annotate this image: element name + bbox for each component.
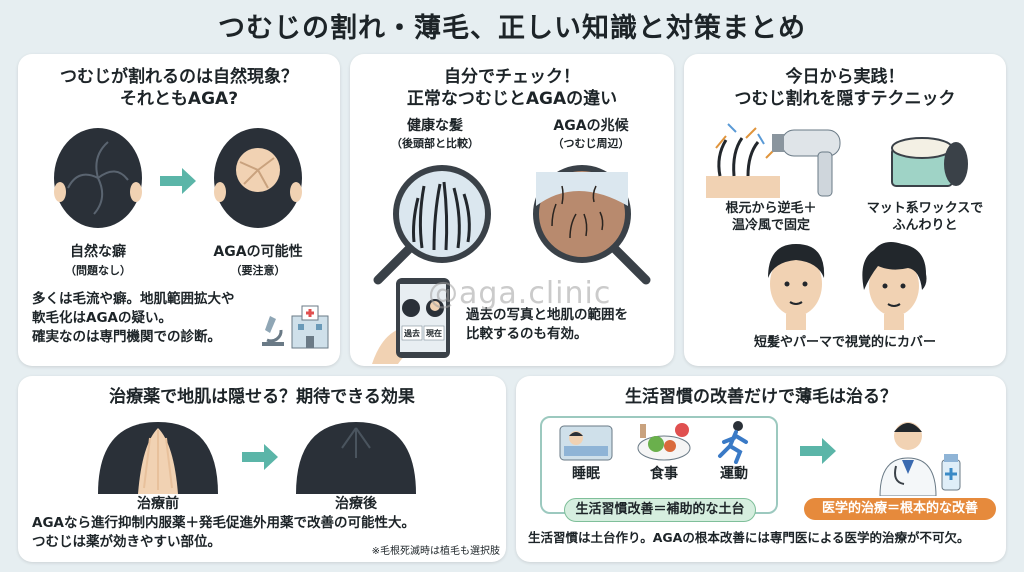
card-hiding-techniques: 今日から実践！ つむじ割れを隠すテクニック 根元から逆毛＋ 温冷風で固定 マット… — [684, 54, 1006, 366]
tip1-text: 根元から逆毛＋ 温冷風で固定 — [696, 200, 846, 234]
card4-body-line: AGAなら進行抑制内服薬＋発毛促進外用薬で改善の可能性大。 — [32, 515, 415, 531]
lifestyle-pill: 生活習慣改善＝補助的な土台 — [564, 498, 756, 522]
card2-body: 過去の写真と地肌の範囲を 比較するのも有効。 — [466, 306, 666, 344]
tip3-text: 短髪やパーマで視覚的にカバー — [753, 335, 936, 350]
aga-sign-sub: （つむじ周辺） — [552, 137, 630, 150]
before-label: 治療前 — [137, 496, 179, 512]
card1-body-line: 軟毛化はAGAの疑い。 — [32, 310, 172, 326]
exercise-label: 運動 — [720, 466, 748, 482]
magnifier-healthy-illustration — [373, 165, 491, 285]
card2-body-line: 過去の写真と地肌の範囲を — [466, 307, 628, 323]
meal-label: 食事 — [650, 466, 678, 482]
microscope-icon — [262, 316, 284, 346]
aga-sign-label: AGAの兆候 — [553, 118, 629, 134]
aga-label: AGAの可能性 — [213, 244, 303, 260]
card2-body-line: 比較するのも有効。 — [466, 326, 588, 342]
permed-hair-man-illustration — [862, 242, 927, 330]
short-hair-man-illustration — [768, 244, 825, 330]
meal-icon — [637, 423, 691, 461]
card4-body: AGAなら進行抑制内服薬＋発毛促進外用薬で改善の可能性大。 つむじは薬が効きやす… — [32, 514, 502, 552]
medical-pill: 医学的治療＝根本的な改善 — [804, 498, 996, 520]
card-natural-vs-aga: つむじが割れるのは自然現象？ それともAGA? 自然な癖 （問題なし） AGAの… — [18, 54, 340, 366]
tip2-line: マット系ワックスで — [866, 201, 984, 216]
doctor-illustration — [879, 422, 961, 496]
arrow-right-icon — [160, 168, 196, 194]
tip1-line: 温冷風で固定 — [731, 218, 810, 233]
after-label: 治療後 — [335, 496, 377, 512]
card1-title-line2: それともAGA? — [119, 89, 239, 109]
natural-label: 自然な癖 — [70, 244, 126, 260]
tip1-line: 根元から逆毛＋ — [725, 201, 817, 216]
card1-title-line1: つむじが割れるのは自然現象？ — [60, 67, 298, 87]
arrow-right-icon — [242, 444, 278, 470]
phone-past-label: 過去 — [404, 329, 420, 338]
hair-dryer-illustration — [706, 123, 841, 198]
arrow-right-icon — [800, 438, 836, 464]
exercise-icon — [718, 421, 748, 464]
magnifier-aga-illustration — [533, 165, 651, 285]
card4-title: 治療薬で地肌は隠せる？期待できる効果 — [109, 387, 415, 407]
card3-title-line1: 今日から実践！ — [785, 67, 905, 87]
card5-body: 生活習慣は土台作り。AGAの根本改善には専門医による医学的治療が不可欠。 — [528, 530, 970, 545]
aga-sub: （要注意） — [230, 264, 286, 277]
before-treatment-head-illustration — [98, 422, 218, 494]
tip2-text: マット系ワックスで ふんわりと — [850, 200, 1000, 234]
card1-body: 多くは毛流や癖。地肌範囲拡大や 軟毛化はAGAの疑い。 確実なのは専門機関での診… — [32, 290, 268, 347]
after-treatment-head-illustration — [296, 422, 416, 494]
wax-jar-icon — [891, 137, 968, 187]
card-treatment-effect: 治療薬で地肌は隠せる？期待できる効果 治療前 治療後 AGAなら進行抑制内服薬＋… — [18, 376, 506, 562]
page-title: つむじの割れ・薄毛、正しい知識と対策まとめ — [218, 13, 806, 44]
sleep-icon — [559, 425, 613, 461]
card2-title-line1: 自分でチェック！ — [444, 67, 580, 87]
card4-body-line: つむじは薬が効きやすい部位。 — [32, 534, 221, 550]
card4-note: ※毛根死滅時は植毛も選択肢 — [371, 546, 500, 557]
card-self-check: 自分でチェック！ 正常なつむじとAGAの違い 健康な髪 （後頭部と比較） AGA… — [350, 54, 674, 366]
natural-sub: （問題なし） — [65, 264, 131, 277]
hospital-icon — [291, 305, 329, 349]
tip2-line: ふんわりと — [892, 218, 958, 233]
sleep-label: 睡眠 — [572, 466, 600, 482]
phone-now-label: 現在 — [426, 329, 442, 338]
natural-swirl-head-illustration — [54, 128, 142, 228]
card-lifestyle: 生活習慣の改善だけで薄毛は治る？ 睡眠 食事 運動 生活習慣改善＝補助的な土台 … — [516, 376, 1006, 562]
card1-body-line: 確実なのは専門機関での診断。 — [32, 329, 221, 345]
watermark: @aga.clinic — [428, 276, 612, 311]
card5-title: 生活習慣の改善だけで薄毛は治る？ — [625, 387, 897, 407]
card1-body-line: 多くは毛流や癖。地肌範囲拡大や — [32, 291, 235, 307]
card2-title-line2: 正常なつむじとAGAの違い — [406, 89, 618, 109]
phone-comparison-illustration — [372, 278, 450, 364]
aga-thinning-head-illustration — [214, 128, 302, 228]
healthy-label: 健康な髪 — [407, 118, 463, 134]
card3-title-line2: つむじ割れを隠すテクニック — [734, 89, 956, 109]
healthy-sub: （後頭部と比較） — [391, 137, 479, 150]
